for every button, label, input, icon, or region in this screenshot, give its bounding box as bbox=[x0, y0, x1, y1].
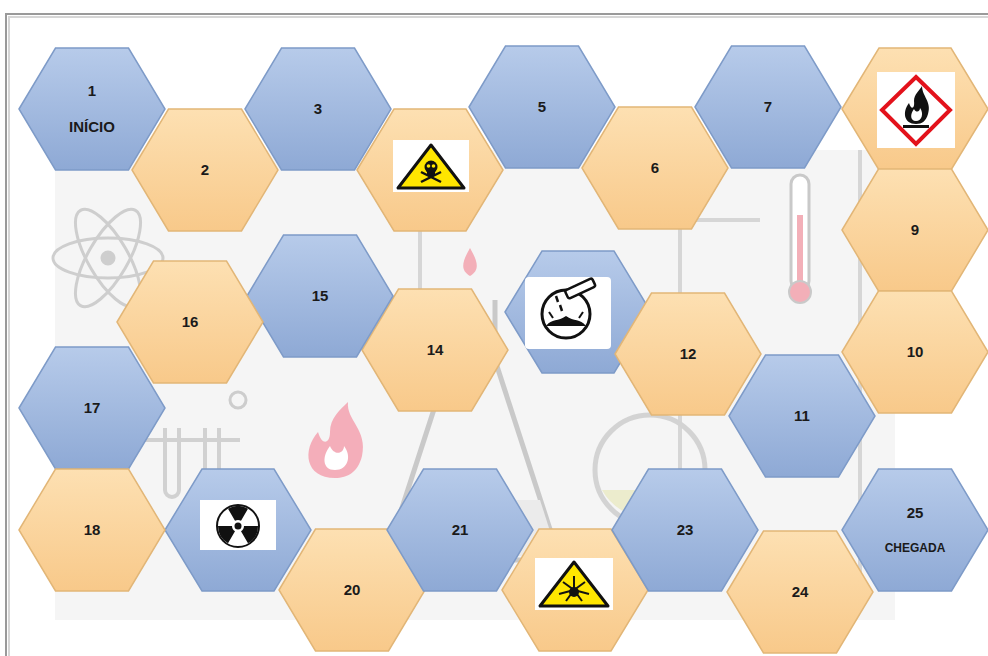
space-number: 9 bbox=[911, 222, 919, 239]
hexagon-outline bbox=[842, 291, 988, 413]
space-texts: 7 bbox=[695, 46, 841, 168]
board-space: 10 bbox=[842, 291, 988, 413]
board-space: 11 bbox=[729, 355, 875, 477]
board-space: 17 bbox=[19, 347, 165, 469]
hexagon-outline bbox=[615, 293, 761, 415]
space-number: 12 bbox=[680, 346, 697, 363]
space-number: 3 bbox=[314, 101, 322, 118]
hexagon-outline bbox=[245, 48, 391, 170]
board-space: 12 bbox=[615, 293, 761, 415]
hexagon-outline bbox=[19, 469, 165, 591]
space-texts: 24 bbox=[727, 531, 873, 653]
hexagon-outline bbox=[19, 347, 165, 469]
board-space: 21 bbox=[387, 469, 533, 591]
hexagon-outline bbox=[612, 469, 758, 591]
hexagon-outline bbox=[695, 46, 841, 168]
hazard-space bbox=[842, 48, 988, 170]
space-number: 11 bbox=[794, 408, 810, 425]
space-number: 24 bbox=[792, 584, 809, 601]
space-number: 15 bbox=[312, 288, 329, 305]
hexagon-shape bbox=[842, 469, 988, 591]
corrosive-symbol bbox=[525, 277, 611, 349]
space-texts: 11 bbox=[729, 355, 875, 477]
space-number: 16 bbox=[182, 314, 199, 331]
hexagon-outline bbox=[727, 531, 873, 653]
space-number: 2 bbox=[201, 162, 209, 179]
hexagon-outline bbox=[729, 355, 875, 477]
board-space: 18 bbox=[19, 469, 165, 591]
space-number: 20 bbox=[344, 582, 361, 599]
space-texts: 9 bbox=[842, 169, 988, 291]
space-number: 5 bbox=[538, 99, 546, 116]
board-space: 15 bbox=[247, 235, 393, 357]
space-texts: 3 bbox=[245, 48, 391, 170]
space-label: INÍCIO bbox=[69, 119, 115, 136]
space-texts: 12 bbox=[615, 293, 761, 415]
space-texts: 18 bbox=[19, 469, 165, 591]
space-texts: 17 bbox=[19, 347, 165, 469]
hexagon-outline bbox=[842, 469, 988, 591]
space-number: 23 bbox=[677, 522, 694, 539]
space-label: CHEGADA bbox=[885, 542, 946, 555]
space-texts: 25CHEGADA bbox=[842, 469, 988, 591]
space-number: 18 bbox=[84, 522, 101, 539]
flammable-symbol bbox=[877, 72, 955, 148]
board-space: 3 bbox=[245, 48, 391, 170]
hexagon-outline bbox=[387, 469, 533, 591]
space-number: 10 bbox=[907, 344, 924, 361]
board-space: 24 bbox=[727, 531, 873, 653]
space-texts: 21 bbox=[387, 469, 533, 591]
board-space: 23 bbox=[612, 469, 758, 591]
hexagon-outline bbox=[842, 169, 988, 291]
space-texts: 10 bbox=[842, 291, 988, 413]
frame-shadow bbox=[9, 17, 988, 656]
hexagon-outline bbox=[247, 235, 393, 357]
space-number: 1 bbox=[88, 83, 96, 100]
space-texts: 15 bbox=[247, 235, 393, 357]
board-space: 9 bbox=[842, 169, 988, 291]
space-texts: 23 bbox=[612, 469, 758, 591]
board-space: 25CHEGADA bbox=[842, 469, 988, 591]
space-number: 21 bbox=[452, 522, 469, 539]
explosive-symbol bbox=[535, 558, 613, 610]
space-number: 14 bbox=[427, 342, 444, 359]
frame bbox=[6, 14, 988, 656]
space-number: 17 bbox=[84, 400, 101, 417]
space-number: 7 bbox=[764, 99, 772, 116]
toxic-symbol bbox=[393, 140, 469, 192]
radiation-symbol bbox=[200, 500, 276, 550]
board-space: 7 bbox=[695, 46, 841, 168]
space-number: 6 bbox=[651, 160, 659, 177]
space-number: 25 bbox=[907, 505, 924, 522]
